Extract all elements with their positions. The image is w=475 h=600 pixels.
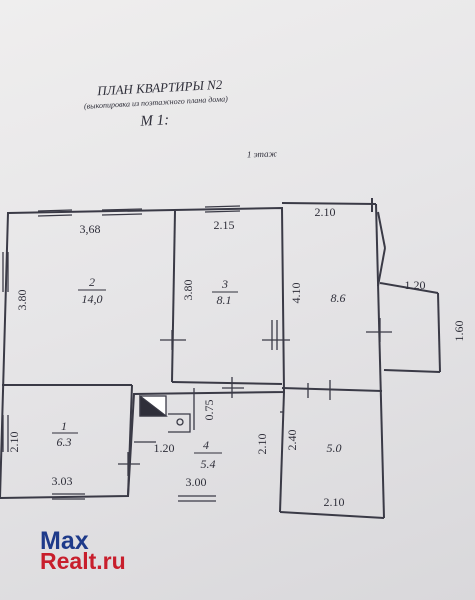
room-1-number: 1 (61, 419, 67, 433)
room-1-area: 6.3 (57, 435, 72, 449)
room-hall-area: 8.6 (331, 291, 346, 305)
plan-title: ПЛАН КВАРТИРЫ N2 (96, 77, 223, 99)
room-2-number: 2 (89, 275, 95, 289)
windows (2, 205, 284, 502)
room-4-height2: 0.75 (202, 400, 216, 421)
plan-scale: М 1: (139, 112, 170, 130)
room-2-height: 3.80 (15, 290, 29, 311)
room-3-height: 3.80 (181, 280, 195, 301)
porch-height: 1.60 (452, 321, 466, 342)
bath-fixtures (139, 388, 195, 433)
room-4-number: 4 (203, 438, 209, 452)
room-4-width: 3.00 (186, 475, 207, 489)
room-4-width2: 1.20 (154, 441, 175, 455)
room-4-height: 2.10 (255, 434, 269, 455)
room-5-height: 2.40 (285, 430, 299, 451)
room-4-area: 5.4 (201, 457, 216, 471)
door-ticks (118, 318, 392, 476)
room-3-width: 2.15 (214, 218, 235, 232)
watermark-realt: Realt.ru (40, 548, 126, 574)
room-5-area: 5.0 (327, 441, 342, 455)
room-hall-height: 4.10 (289, 283, 303, 304)
room-2-width: 3,68 (80, 222, 101, 236)
walls (0, 198, 441, 519)
room-1-width: 3.03 (52, 474, 73, 488)
room-5-width: 2.10 (324, 495, 345, 509)
room-3-area: 8.1 (217, 293, 232, 307)
porch-width: 1.20 (405, 278, 426, 292)
watermark-max: Max (40, 527, 89, 555)
floor-label: 1 этаж (247, 148, 278, 159)
room-hall-width: 2.10 (315, 205, 336, 219)
room-1-height: 2.10 (7, 432, 21, 453)
room-3-number: 3 (221, 277, 228, 291)
room-2-area: 14,0 (82, 292, 103, 306)
